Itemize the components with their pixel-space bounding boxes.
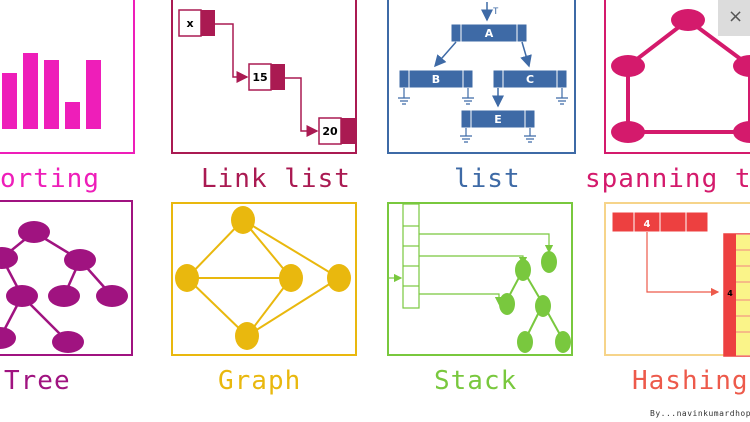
link-pointer bbox=[341, 118, 355, 144]
tree-node bbox=[0, 327, 16, 349]
tree-panel bbox=[0, 200, 133, 356]
graph-caption: Graph bbox=[218, 366, 302, 396]
stack-node bbox=[541, 251, 557, 273]
list-diagram: T A B bbox=[398, 2, 568, 143]
sorting-bar bbox=[65, 102, 80, 129]
link-pointer bbox=[201, 10, 215, 36]
graph-node bbox=[611, 55, 645, 77]
close-button[interactable]: × bbox=[718, 0, 750, 36]
graph-node bbox=[611, 121, 645, 143]
stack-diagram bbox=[389, 203, 571, 353]
stack-caption: Stack bbox=[434, 366, 518, 396]
graph-node bbox=[733, 121, 750, 143]
graph-panel bbox=[171, 202, 357, 356]
list-node-label: A bbox=[485, 27, 494, 40]
tree-caption: Tree bbox=[4, 366, 71, 396]
graph-node bbox=[733, 55, 750, 77]
list-node-label: B bbox=[432, 73, 440, 86]
spanning-tree-caption: spanning t bbox=[585, 164, 750, 194]
hash-row bbox=[611, 211, 709, 233]
tree-diagram bbox=[0, 221, 128, 353]
sorting-bar bbox=[86, 60, 101, 129]
link-list-diagram: x 15 20 bbox=[178, 9, 355, 145]
list-node-a bbox=[450, 23, 528, 43]
tree-node bbox=[52, 331, 84, 353]
sorting-caption: orting bbox=[0, 164, 100, 194]
list-node-label: C bbox=[526, 73, 534, 86]
tree-node bbox=[48, 285, 80, 307]
link-node-label: 15 bbox=[252, 71, 267, 84]
graph-node bbox=[327, 264, 351, 292]
hashing-caption: Hashing bbox=[632, 366, 749, 396]
link-list-caption: Link list bbox=[201, 164, 351, 194]
link-pointer bbox=[271, 64, 285, 90]
tree-node bbox=[0, 247, 18, 269]
link-list-panel: x 15 20 bbox=[171, 0, 357, 154]
graph-node bbox=[671, 9, 705, 31]
tree-node bbox=[18, 221, 50, 243]
graph-node bbox=[231, 206, 255, 234]
stack-cells bbox=[389, 203, 554, 309]
sorting-bar bbox=[44, 60, 59, 129]
list-node-b bbox=[398, 69, 474, 89]
sorting-panel bbox=[0, 0, 135, 154]
list-node-label: E bbox=[494, 113, 502, 126]
graph-node bbox=[175, 264, 199, 292]
ground-symbols bbox=[398, 88, 568, 143]
stack-node bbox=[515, 259, 531, 281]
spanning-tree-diagram bbox=[611, 9, 750, 143]
graph-diagram bbox=[175, 206, 351, 350]
stack-panel bbox=[387, 202, 573, 356]
stack-node bbox=[555, 331, 571, 353]
graph-node bbox=[279, 264, 303, 292]
close-icon: × bbox=[728, 6, 744, 27]
tree-node bbox=[96, 285, 128, 307]
link-arrow bbox=[285, 77, 319, 137]
stack-node bbox=[535, 295, 551, 317]
sorting-bar bbox=[23, 53, 38, 129]
link-arrow bbox=[215, 23, 249, 83]
tree-node bbox=[6, 285, 38, 307]
link-node-label: 20 bbox=[322, 125, 338, 138]
hash-head-label: 4 bbox=[644, 219, 651, 230]
author-credit: By...navinkumardhopre bbox=[650, 409, 750, 418]
sorting-bars bbox=[2, 53, 101, 129]
link-node-label: x bbox=[186, 17, 193, 30]
graph-node bbox=[235, 322, 259, 350]
list-panel: T A B bbox=[387, 0, 576, 154]
list-caption: list bbox=[454, 164, 521, 194]
stack-node bbox=[517, 331, 533, 353]
hashing-panel: 4 4 bbox=[604, 202, 750, 357]
hash-bucket bbox=[723, 233, 750, 357]
hashing-diagram: 4 4 bbox=[611, 211, 750, 357]
stack-node bbox=[499, 293, 515, 315]
hash-bucket-label: 4 bbox=[727, 289, 733, 298]
svg-text:T: T bbox=[493, 7, 499, 17]
tree-node bbox=[64, 249, 96, 271]
sorting-bar bbox=[2, 73, 17, 129]
